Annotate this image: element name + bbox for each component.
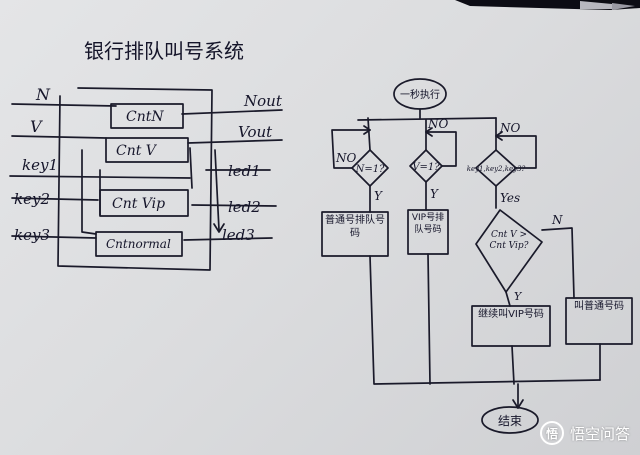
branch-yes-1: Y <box>374 189 383 203</box>
circuit-diagram: CntN Cnt V Cnt Vip Cntnormal N V key1 ke… <box>9 85 283 271</box>
start-label: 一秒执行 <box>400 88 440 101</box>
pen-icon <box>455 0 640 10</box>
branch-yes-3: Yes <box>500 191 520 205</box>
decision-keys-label: key1,key2,key3? <box>467 165 526 173</box>
output-label-nout: Nout <box>243 92 283 110</box>
branch-cmp-no: N <box>551 213 563 227</box>
branch-yes-2: Y <box>430 187 439 201</box>
diagram-title: 银行排队叫号系统 <box>84 39 244 63</box>
flowchart: 一秒执行 N=1? NO Y V=1? NO Y key1,key2,key3?… <box>321 78 633 434</box>
branch-no-2: NO <box>427 117 449 131</box>
branch-cmp-yes: Y <box>514 290 523 303</box>
block-cntv <box>105 137 189 163</box>
decision-v-label: V=1? <box>412 162 440 173</box>
process-call-normal-label: 叫普通号码 <box>574 301 624 312</box>
input-label-key1: key1 <box>22 156 58 174</box>
process-continue-vip <box>471 305 551 347</box>
watermark-text: 悟空问答 <box>569 424 630 443</box>
input-label-key3: key3 <box>14 226 50 244</box>
process-normal-queue-label: 普通号排队号码 <box>325 215 385 239</box>
output-label-vout: Vout <box>238 123 273 141</box>
output-label-led1: led1 <box>228 162 261 180</box>
end-label: 结束 <box>498 414 522 428</box>
block-label-cntvip: Cnt Vip <box>112 196 165 212</box>
block-cntn <box>110 103 184 129</box>
block-cntnormal <box>95 231 183 257</box>
watermark: 悟 悟空问答 <box>539 419 630 447</box>
output-label-led2: led2 <box>228 198 261 216</box>
process-continue-vip-label: 继续叫VIP号码 <box>478 309 544 320</box>
wukong-logo-icon: 悟 <box>539 421 564 445</box>
branch-no-1: NO <box>335 151 357 165</box>
input-label-n: N <box>35 85 51 104</box>
block-label-cntv: Cnt V <box>116 143 158 159</box>
decision-compare-label: Cnt V > Cnt Vip? <box>489 230 529 251</box>
block-label-cntn: CntN <box>126 109 164 125</box>
process-vip-queue-label: VIP号排队号码 <box>411 213 445 235</box>
input-label-v: V <box>30 117 43 136</box>
block-cntvip <box>99 189 189 217</box>
block-label-cntnormal: Cntnormal <box>106 237 171 251</box>
decision-n-label: N=1? <box>355 164 385 175</box>
branch-no-3: NO <box>499 121 521 135</box>
output-label-led3: led3 <box>222 226 255 244</box>
process-normal-queue <box>321 211 389 257</box>
process-call-normal <box>565 297 633 345</box>
module-frame <box>57 87 213 271</box>
input-label-key2: key2 <box>14 190 50 208</box>
end-terminal <box>481 406 539 434</box>
